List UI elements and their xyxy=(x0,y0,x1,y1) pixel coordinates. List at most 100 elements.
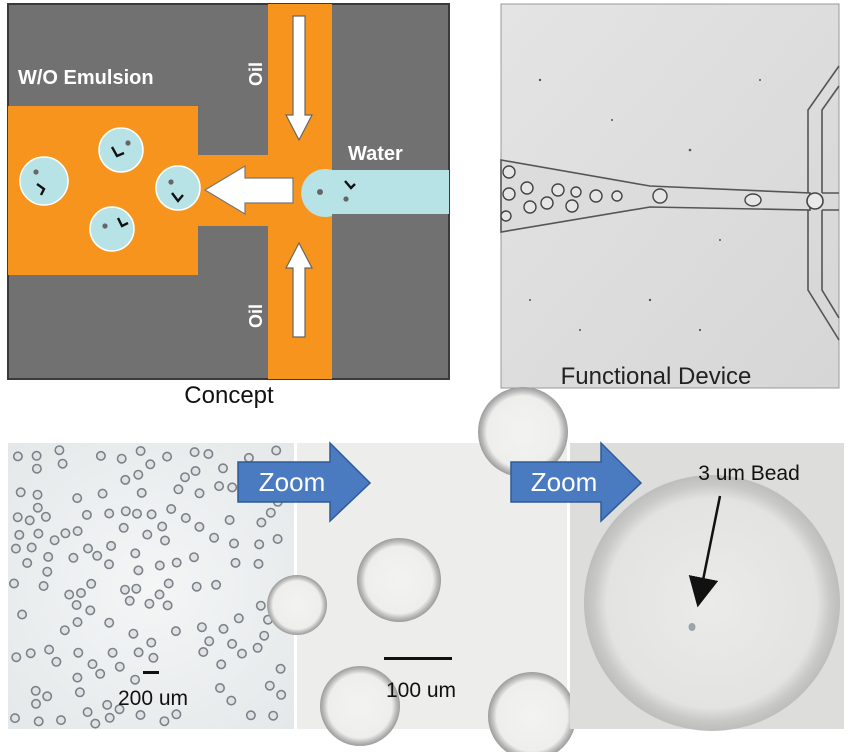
device-oil-channel-lower xyxy=(807,210,840,341)
overview-droplet xyxy=(38,580,49,591)
overview-droplet xyxy=(74,687,85,698)
overview-droplet xyxy=(72,617,83,628)
overview-droplet xyxy=(97,488,108,499)
overview-droplet xyxy=(190,465,201,476)
scale-bar-200 xyxy=(143,671,159,674)
overview-droplet xyxy=(171,557,182,568)
water-label: Water xyxy=(348,143,403,165)
overview-droplet xyxy=(32,502,43,513)
overview-droplet xyxy=(276,689,287,700)
overview-droplet xyxy=(14,529,25,540)
overview-droplet xyxy=(204,636,215,647)
overview-droplet xyxy=(57,458,68,469)
overview-droplet xyxy=(31,463,42,474)
overview-droplet xyxy=(148,652,159,663)
micrograph-overview: 200 um xyxy=(8,443,294,729)
overview-droplet xyxy=(25,648,36,659)
overview-droplet xyxy=(268,710,279,721)
overview-droplet xyxy=(131,583,142,594)
overview-droplet xyxy=(60,528,71,539)
overview-droplet xyxy=(215,682,226,693)
overview-droplet xyxy=(86,578,97,589)
scale-bar-100 xyxy=(384,657,452,660)
overview-droplet xyxy=(68,552,79,563)
oil-top-label: Oil xyxy=(246,62,266,86)
overview-droplet xyxy=(216,659,227,670)
overview-droplet xyxy=(191,581,202,592)
overview-droplet xyxy=(95,668,106,679)
overview-droplet xyxy=(252,642,263,653)
overview-droplet xyxy=(142,529,153,540)
overview-droplet xyxy=(145,459,156,470)
device-junction-droplet xyxy=(806,192,824,210)
overview-droplet xyxy=(102,699,113,710)
overview-droplet xyxy=(136,487,147,498)
bead-pointer-arrow xyxy=(688,495,722,608)
overview-droplet xyxy=(73,647,84,658)
overview-droplet xyxy=(43,551,54,562)
overview-droplet xyxy=(26,542,37,553)
oil-flow-down-arrow xyxy=(285,15,313,142)
overview-droplet xyxy=(173,484,184,495)
overview-droplet xyxy=(253,558,264,569)
overview-droplet xyxy=(15,487,26,498)
overview-droplet xyxy=(59,625,70,636)
overview-droplet xyxy=(64,589,75,600)
overview-droplet xyxy=(237,648,248,659)
overview-droplet xyxy=(224,514,235,525)
overview-droplet xyxy=(17,609,28,620)
overview-droplet xyxy=(159,716,170,727)
overview-droplet xyxy=(227,482,238,493)
overview-droplet xyxy=(162,451,173,462)
overview-droplet xyxy=(154,560,165,571)
overview-droplet xyxy=(275,663,286,674)
overview-droplet xyxy=(104,559,115,570)
overview-droplet xyxy=(42,566,53,577)
overview-droplet xyxy=(12,451,23,462)
overview-droplet xyxy=(81,509,92,520)
overview-droplet xyxy=(229,538,240,549)
overview-droplet xyxy=(30,685,41,696)
overview-droplet xyxy=(170,626,181,637)
overview-droplet xyxy=(230,557,241,568)
overview-droplet xyxy=(114,704,125,715)
overview-droplet xyxy=(135,709,146,720)
overview-droplet xyxy=(226,695,237,706)
overview-droplet xyxy=(124,595,135,606)
overview-droplet xyxy=(51,656,62,667)
oil-bottom-label: Oil xyxy=(246,304,266,328)
overview-droplet xyxy=(11,652,22,663)
overview-droplet xyxy=(120,474,131,485)
overview-droplet xyxy=(162,600,173,611)
oil-flow-up-arrow xyxy=(285,241,313,338)
bead-label: 3 um Bead xyxy=(698,462,800,485)
micrograph-zoom-1: 100 um xyxy=(267,387,576,752)
overview-droplet xyxy=(114,661,125,672)
zoom1-droplet-top xyxy=(478,387,568,477)
concept-caption: Concept xyxy=(184,382,274,409)
water-droplet-forming xyxy=(301,169,332,217)
scale-label-200: 200 um xyxy=(118,687,188,710)
device-panel xyxy=(500,3,840,389)
overview-droplet xyxy=(130,548,141,559)
device-droplets xyxy=(500,165,762,222)
overview-droplet xyxy=(90,718,101,729)
overview-droplet xyxy=(22,557,33,568)
zoom-arrow-2: Zoom xyxy=(510,441,643,523)
overview-droplet xyxy=(104,508,115,519)
overview-droplet xyxy=(209,532,220,543)
overview-droplet xyxy=(85,605,96,616)
overview-droplet xyxy=(40,511,51,522)
zoom1-droplet-bottom-right xyxy=(488,672,576,752)
overview-droplet xyxy=(33,716,44,727)
overview-droplet xyxy=(54,445,65,456)
overview-droplet xyxy=(107,647,118,658)
overview-droplet xyxy=(254,539,265,550)
emulsion-flow-left-arrow xyxy=(203,164,294,216)
overview-droplet xyxy=(272,533,283,544)
zoom-label-1: Zoom xyxy=(259,467,325,497)
emulsion-label: W/O Emulsion xyxy=(18,67,154,89)
overview-droplet xyxy=(92,550,103,561)
zoom-arrow-1: Zoom xyxy=(237,441,372,523)
zoom2-large-droplet xyxy=(584,475,840,731)
